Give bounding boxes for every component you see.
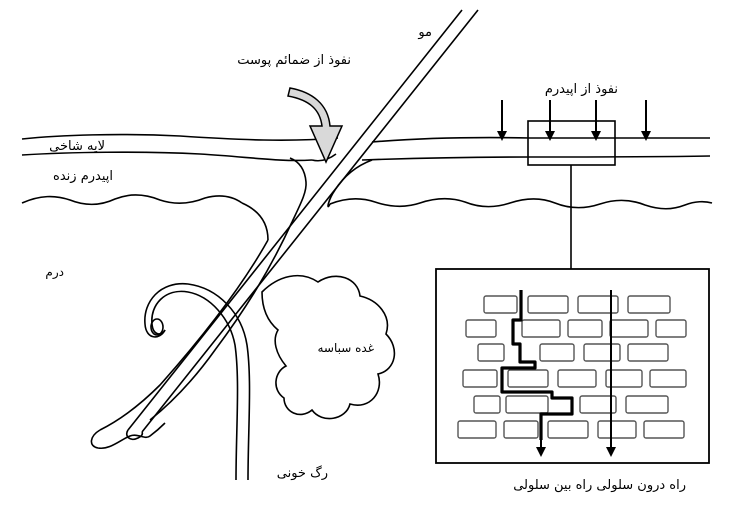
label-dermis: درم (45, 265, 64, 280)
brick-mortar-inset (435, 268, 710, 464)
label-hair: مو (417, 25, 432, 40)
label-stratum-corneum: لایه شاخی (49, 139, 105, 154)
label-viable-epidermis: اپیدرم زنده (53, 169, 113, 184)
label-pathways: راه درون سلولی راه بین سلولی (513, 478, 686, 493)
sebaceous-gland (261, 274, 396, 420)
epidermis-dermis-boundary (21, 194, 713, 210)
appendage-arrow (287, 87, 344, 164)
stratum-corneum-layer (21, 133, 711, 162)
zoom-box (527, 120, 616, 269)
labels: مو نفوذ از ضمائم پوست نفوذ از اپیدرم لای… (45, 25, 686, 493)
cell-bricks (457, 295, 687, 439)
blood-vessel (144, 283, 251, 481)
label-sebaceous-gland: غده سباسه (318, 341, 375, 355)
intercellular-pathway (500, 290, 574, 440)
hair-shaft (125, 9, 479, 441)
label-blood-vessel: رگ خونی (277, 464, 328, 481)
epidermis-arrows (497, 100, 651, 141)
label-appendage-penetration: نفوذ از ضمائم پوست (237, 53, 351, 68)
hair-follicle (90, 221, 293, 450)
label-epidermis-penetration: نفوذ از اپیدرم (545, 82, 618, 97)
